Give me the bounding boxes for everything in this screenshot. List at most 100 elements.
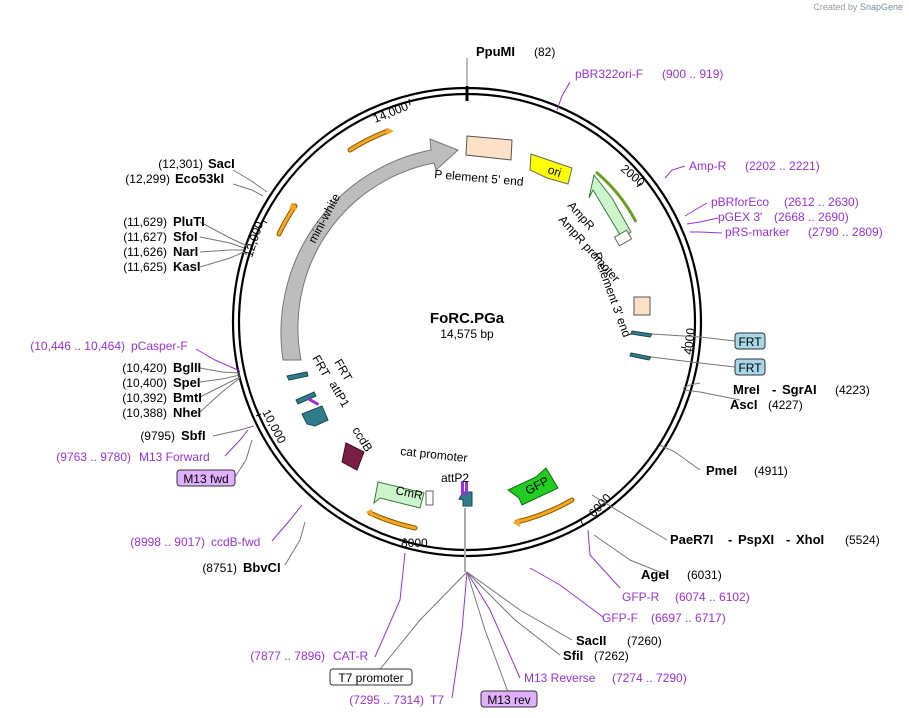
frt-right-1-feature[interactable] — [630, 330, 653, 338]
site-pos: (82) — [534, 45, 555, 59]
frt-right-2-feature[interactable] — [629, 352, 652, 361]
site-pos: (8751) — [202, 561, 237, 575]
site-name[interactable]: PspXI — [738, 532, 774, 547]
site-pos: (12,299) — [125, 172, 170, 186]
p-element-5-label: P element 5' end — [434, 167, 524, 189]
frt-box-2-label: FRT — [738, 361, 762, 375]
site-name[interactable]: BmtI — [173, 390, 202, 405]
primer-name[interactable]: pBR322ori-F — [575, 67, 643, 81]
tick-12000: 12,000 — [242, 219, 267, 259]
primer-range: (7274 .. 7290) — [612, 671, 687, 685]
primer-name[interactable]: M13 Reverse — [524, 671, 596, 685]
snapgene-logo-text: SnapGene — [859, 2, 903, 12]
cat-promoter-feature[interactable] — [425, 490, 434, 506]
site-name[interactable]: SbfI — [181, 428, 206, 443]
orf-arrowhead — [366, 509, 373, 517]
ccdb-feature[interactable] — [341, 442, 365, 471]
box-leader-lines — [234, 333, 736, 693]
orf-arrows-fill — [277, 129, 574, 530]
site-pos: (4911) — [754, 464, 788, 478]
primer-range: (9763 .. 9780) — [56, 450, 131, 464]
p-element-3-feature[interactable] — [633, 296, 651, 316]
site-name[interactable]: AgeI — [641, 567, 669, 582]
site-name[interactable]: XhoI — [796, 532, 824, 547]
frt-box-1-label: FRT — [738, 335, 762, 349]
primers: pBR322ori-F (900 .. 919) Amp-R (2202 .. … — [30, 67, 882, 707]
attp2-label: attP2 — [441, 471, 469, 485]
site-name[interactable]: MreI — [733, 382, 760, 397]
tick-8000: 8000 — [401, 536, 428, 550]
site-pos: (10,392) — [122, 391, 167, 405]
primer-range: (2612 .. 2630) — [784, 195, 859, 209]
primer-range: (6074 .. 6102) — [675, 590, 750, 604]
frt-box-1[interactable] — [734, 332, 766, 350]
site-name[interactable]: NarI — [173, 244, 198, 259]
site-name[interactable]: Eco53kI — [175, 171, 224, 186]
site-name[interactable]: PmeI — [706, 463, 737, 478]
m13-rev-box-label: M13 rev — [487, 693, 530, 707]
ori-feature[interactable] — [529, 153, 573, 185]
primer-name[interactable]: pBRforEco — [711, 195, 769, 209]
primer-name[interactable]: pRS-marker — [725, 225, 790, 239]
primer-range: (6697 .. 6717) — [651, 611, 726, 625]
site-name[interactable]: SacII — [576, 633, 606, 648]
site-name[interactable]: AscI — [730, 397, 757, 412]
primer-name[interactable]: M13 Forward — [139, 450, 210, 464]
primer-name[interactable]: pGEX 3' — [718, 210, 762, 224]
cat-promoter-label: cat promoter — [400, 444, 468, 465]
ori-label: ori — [546, 163, 563, 180]
site-name[interactable]: SgrAI — [782, 382, 817, 397]
primer-range: (7877 .. 7896) — [250, 649, 325, 663]
site-name[interactable]: PaeR7I — [670, 532, 713, 547]
ampr-promoter-feature[interactable] — [613, 229, 633, 247]
primer-name[interactable]: ccdB-fwd — [211, 535, 260, 549]
primer-range: (10,446 .. 10,464) — [30, 339, 125, 353]
primer-name[interactable]: CAT-R — [333, 649, 368, 663]
primer-name[interactable]: pCasper-F — [131, 339, 188, 353]
primer-range: (8998 .. 9017) — [130, 535, 205, 549]
frt-box-2[interactable] — [734, 358, 766, 376]
gfp-feature[interactable] — [507, 467, 559, 506]
site-name[interactable]: PpuMI — [476, 44, 515, 59]
m13-fwd-box[interactable] — [176, 469, 236, 487]
site-name[interactable]: SfiI — [563, 648, 583, 663]
attp2-marker — [465, 481, 468, 495]
plasmid-name: FoRC.PGa — [430, 310, 505, 327]
primer-name[interactable]: GFP-F — [602, 611, 638, 625]
site-pos: (4223) — [835, 383, 870, 397]
site-pos: (7260) — [627, 634, 662, 648]
site-pos: (10,400) — [122, 376, 167, 390]
snapgene-credit: Created by SnapGene — [813, 2, 903, 12]
m13-rev-box[interactable] — [480, 690, 538, 708]
p-element-5-feature[interactable] — [465, 135, 513, 161]
ampr-orf-arrow — [595, 170, 638, 223]
primer-name[interactable]: T7 — [430, 693, 444, 707]
frt-left-1-label: FRT — [309, 353, 333, 381]
t7-promoter-box[interactable] — [329, 668, 413, 686]
orf-arrowhead — [289, 202, 297, 210]
attp2-marker — [461, 481, 464, 495]
site-name[interactable]: SfoI — [173, 229, 198, 244]
mini-white-feature[interactable] — [280, 138, 459, 361]
primer-name[interactable]: GFP-R — [622, 590, 660, 604]
primer-name[interactable]: Amp-R — [689, 159, 727, 173]
site-name[interactable]: KasI — [173, 259, 200, 274]
site-name[interactable]: SacI — [208, 156, 235, 171]
sites-right: PpuMI (82) MreI - SgrAI (4223) AscI (422… — [476, 44, 880, 663]
site-name[interactable]: NheI — [173, 405, 201, 420]
site-name[interactable]: BbvCI — [243, 560, 281, 575]
site-pos: (4227) — [768, 398, 803, 412]
site-pos: (12,301) — [158, 157, 203, 171]
boxed-labels: FRT FRT M13 fwd T7 promoter M13 rev — [176, 332, 766, 708]
site-name[interactable]: BglII — [173, 360, 201, 375]
t7-promoter-box-label: T7 promoter — [338, 671, 403, 685]
site-name[interactable]: PluTI — [173, 214, 205, 229]
cmr-feature[interactable] — [373, 481, 425, 509]
site-pos: (6031) — [687, 568, 722, 582]
primer-range: (7295 .. 7314) — [349, 693, 424, 707]
attp1-feature[interactable] — [301, 405, 329, 427]
frt-left-2-feature[interactable] — [295, 391, 317, 405]
frt-left-1-feature[interactable] — [286, 371, 309, 381]
site-name[interactable]: SpeI — [173, 375, 200, 390]
site-pos: (11,627) — [123, 230, 167, 244]
